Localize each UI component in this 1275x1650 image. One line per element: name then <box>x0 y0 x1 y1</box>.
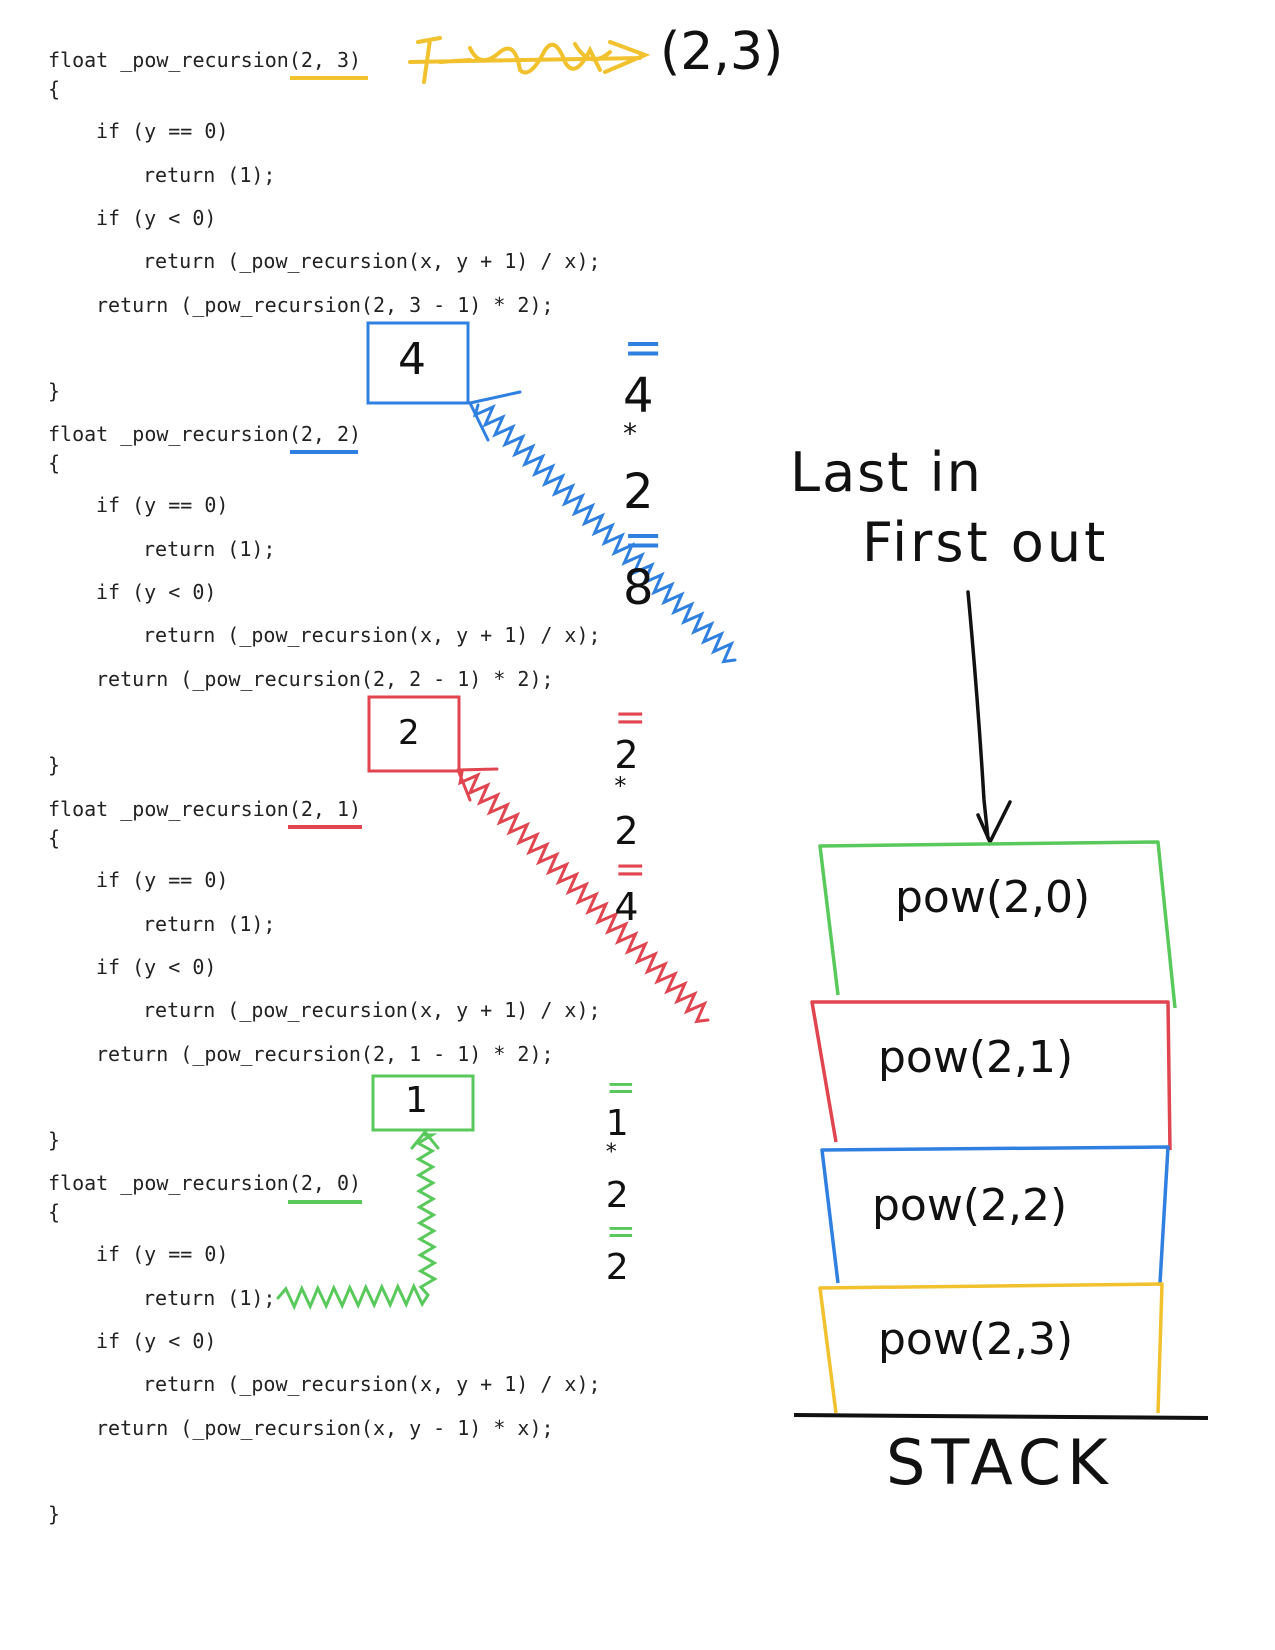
top-call-label: (2,3) <box>660 22 784 82</box>
equation-green: = 1 * 2 = 2 <box>560 1034 636 1322</box>
stack-frame-label-0: pow(2,0) <box>895 872 1091 923</box>
function-header: float _pow_recursion(2, 2) <box>48 422 362 446</box>
eq-blue-op: * <box>623 417 638 450</box>
box-blue <box>366 321 470 405</box>
function-header: float _pow_recursion(2, 1) <box>48 797 362 821</box>
eq-blue-result: 8 <box>623 560 654 616</box>
eq-blue-equals-1: = <box>623 320 664 376</box>
function-header: float _pow_recursion(2, 3) <box>48 48 362 72</box>
lifo-arrow <box>966 590 1012 847</box>
if-negative-line: if (y < 0) <box>96 206 217 230</box>
blue-return-arrow <box>468 390 737 664</box>
box-green <box>371 1074 475 1132</box>
stack-frame-label-1: pow(2,1) <box>878 1032 1074 1083</box>
eq-green-equals-2: = <box>605 1211 636 1252</box>
stack-base <box>793 1413 1209 1420</box>
stack-frame-red <box>810 1000 1172 1151</box>
box-red <box>367 695 461 773</box>
eq-green-result: 2 <box>605 1247 629 1288</box>
green-return-arrow <box>276 1129 440 1311</box>
return-one-line: return (1); <box>143 163 276 187</box>
return-recursive-line: return (_pow_recursion(x, y - 1) * x); <box>96 1416 554 1440</box>
box-green-value: 1 <box>405 1080 428 1121</box>
stack-frames <box>810 840 1177 1414</box>
if-negative-line: if (y < 0) <box>96 580 217 604</box>
eq-red-a: 2 <box>614 733 639 777</box>
lifo-line-1: Last in <box>790 441 983 504</box>
function-header: float _pow_recursion(2, 0) <box>48 1171 362 1195</box>
return-negative-line: return (_pow_recursion(x, y + 1) / x); <box>143 623 601 647</box>
close-brace: } <box>48 379 61 403</box>
return-recursive-line: return (_pow_recursion(2, 1 - 1) * 2); <box>96 1042 554 1066</box>
return-one-line: return (1); <box>143 537 276 561</box>
return-negative-line: return (_pow_recursion(x, y + 1) / x); <box>143 249 601 273</box>
return-recursive-line: return (_pow_recursion(2, 3 - 1) * 2); <box>96 293 554 317</box>
if-zero-line: if (y == 0) <box>96 493 229 517</box>
stack-frame-yellow <box>818 1282 1164 1414</box>
yellow-scribble-arrow <box>408 36 651 84</box>
open-brace: { <box>48 826 61 850</box>
eq-red-equals-1: = <box>614 695 647 739</box>
return-one-line: return (1); <box>143 912 276 936</box>
open-brace: { <box>48 77 61 101</box>
equation-blue: = 4 * 2 = 8 <box>562 276 663 660</box>
if-zero-line: if (y == 0) <box>96 119 229 143</box>
eq-green-a: 1 <box>605 1103 629 1144</box>
eq-red-equals-2: = <box>614 847 647 891</box>
eq-green-equals-1: = <box>605 1067 636 1108</box>
return-negative-line: return (_pow_recursion(x, y + 1) / x); <box>143 1372 601 1396</box>
stack-frame-blue <box>820 1145 1170 1284</box>
eq-green-op: * <box>605 1140 617 1165</box>
box-red-value: 2 <box>398 713 420 753</box>
if-zero-line: if (y == 0) <box>96 1242 229 1266</box>
eq-blue-equals-2: = <box>623 512 664 568</box>
eq-red-result: 4 <box>614 885 639 929</box>
eq-red-op: * <box>614 772 627 800</box>
eq-blue-b: 2 <box>623 464 654 520</box>
box-blue-value: 4 <box>398 334 426 385</box>
return-one-line: return (1); <box>143 1286 276 1310</box>
red-return-arrow <box>456 767 710 1024</box>
return-negative-line: return (_pow_recursion(x, y + 1) / x); <box>143 998 601 1022</box>
close-brace: } <box>48 753 61 777</box>
close-brace: } <box>48 1502 61 1526</box>
return-recursive-line: return (_pow_recursion(2, 2 - 1) * 2); <box>96 667 554 691</box>
eq-blue-a: 4 <box>623 368 654 424</box>
stack-frame-green <box>818 840 1177 1009</box>
stack-frame-label-3: pow(2,3) <box>878 1314 1074 1365</box>
stack-frame-label-2: pow(2,2) <box>872 1180 1068 1231</box>
eq-green-b: 2 <box>605 1175 629 1216</box>
if-negative-line: if (y < 0) <box>96 1329 217 1353</box>
lifo-line-2: First out <box>862 511 1109 574</box>
open-brace: { <box>48 1200 61 1224</box>
if-zero-line: if (y == 0) <box>96 868 229 892</box>
if-negative-line: if (y < 0) <box>96 955 217 979</box>
equation-red: = 2 * 2 = 4 <box>566 660 646 964</box>
open-brace: { <box>48 451 61 475</box>
close-brace: } <box>48 1128 61 1152</box>
eq-red-b: 2 <box>614 809 639 853</box>
stack-label: STACK <box>886 1426 1114 1499</box>
